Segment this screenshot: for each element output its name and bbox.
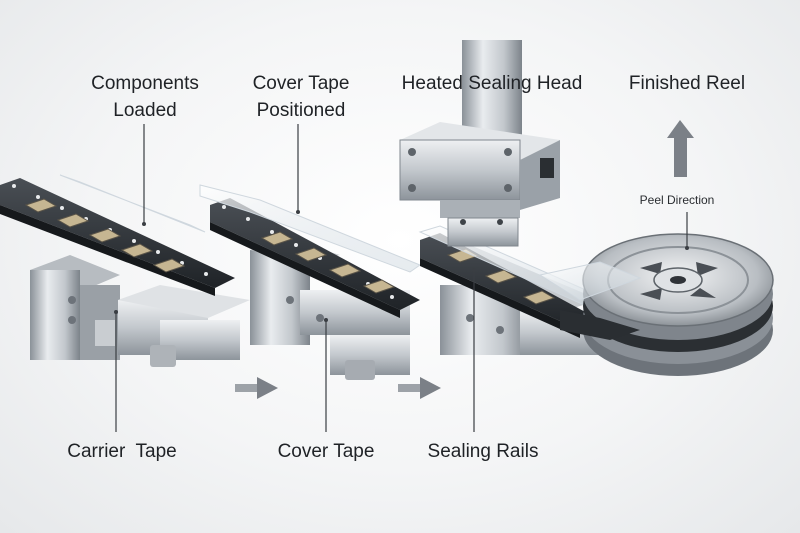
leader-lines bbox=[115, 124, 688, 432]
label-peel-direction-text: Peel Direction bbox=[639, 193, 715, 207]
label-components-loaded-line2: Loaded bbox=[113, 100, 177, 121]
label-cover-tape-text: Cover Tape bbox=[277, 441, 375, 462]
label-finished-reel: Finished Reel bbox=[612, 70, 762, 97]
label-carrier-tape-text: Carrier Tape bbox=[67, 441, 177, 462]
station-cover-tape-positioned bbox=[199, 184, 422, 380]
sealing-head-icon bbox=[399, 40, 560, 247]
reel-icon bbox=[538, 233, 774, 376]
label-components-loaded-line1: Components bbox=[91, 73, 199, 94]
label-sealing-rails: Sealing Rails bbox=[410, 438, 556, 465]
label-cover-tape-positioned: Cover Tape Positioned bbox=[228, 70, 374, 124]
label-sealing-rails-text: Sealing Rails bbox=[427, 441, 539, 462]
label-heated-sealing-head: Heated Sealing Head bbox=[392, 70, 592, 97]
label-peel-direction: Peel Direction bbox=[622, 193, 732, 207]
peel-arrow-icon bbox=[667, 120, 694, 177]
label-cover-tape-positioned-line1: Cover Tape bbox=[252, 73, 350, 94]
label-cover-tape: Cover Tape bbox=[262, 438, 390, 465]
label-finished-reel-text: Finished Reel bbox=[628, 73, 746, 94]
label-components-loaded: Components Loaded bbox=[72, 70, 218, 124]
flow-arrow-icon bbox=[235, 377, 441, 399]
label-cover-tape-positioned-line2: Positioned bbox=[256, 100, 346, 121]
station-components-loaded bbox=[0, 174, 250, 367]
label-heated-sealing-head-text: Heated Sealing Head bbox=[401, 73, 583, 94]
label-carrier-tape: Carrier Tape bbox=[52, 438, 192, 465]
